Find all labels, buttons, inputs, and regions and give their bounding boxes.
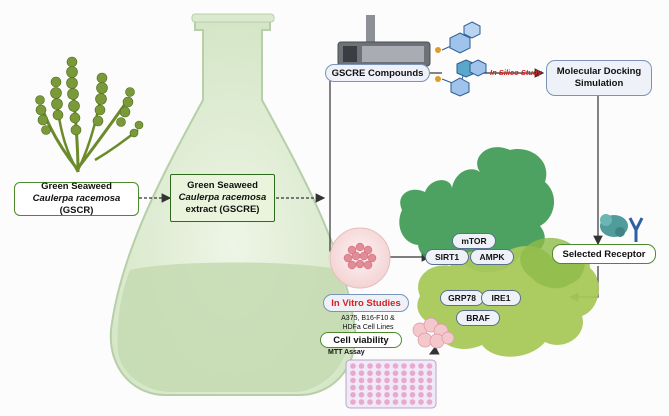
cell-lines-line2: HDFa Cell Lines: [342, 324, 394, 331]
plate-well: [409, 392, 416, 398]
plate-well: [350, 370, 356, 377]
plate-well: [392, 363, 399, 369]
plate-well: [418, 377, 424, 384]
plate-well: [392, 377, 399, 384]
plate-well: [426, 363, 433, 369]
receptor-icon: [600, 214, 644, 242]
plate-well: [358, 384, 365, 391]
plate-well: [358, 392, 365, 398]
plate-well: [384, 399, 390, 405]
plate-well: [401, 384, 407, 391]
plate-well: [409, 370, 416, 377]
plate-well: [384, 384, 390, 391]
well-plate-icon: [345, 359, 437, 409]
plate-well: [358, 363, 365, 369]
protein-mtor: mTOR: [452, 233, 496, 249]
plate-well: [384, 377, 390, 384]
plate-well: [426, 384, 433, 391]
plate-well: [358, 370, 365, 377]
computer-device-icon: [337, 15, 441, 82]
plate-well: [401, 363, 407, 369]
extract-label-box: Green Seaweed Caulerpa racemosa extract …: [170, 174, 275, 222]
plate-well: [358, 377, 365, 384]
plate-well: [367, 377, 373, 384]
plate-well: [375, 399, 382, 405]
protein-ire1: IRE1: [481, 290, 521, 306]
selected-receptor-label: Selected Receptor: [562, 248, 646, 260]
compounds-label: GSCRE Compounds: [331, 67, 424, 79]
protein-ampk: AMPK: [470, 249, 514, 265]
compounds-box: GSCRE Compounds: [325, 64, 430, 82]
molecule-icon: [441, 21, 487, 97]
seaweed-label-box: Green Seaweed Caulerpa racemosa (GSCR): [14, 181, 139, 216]
plate-well: [426, 392, 433, 398]
docking-box: Molecular Docking Simulation: [546, 60, 652, 96]
extract-abbrev: extract (GSCRE): [185, 204, 260, 215]
plate-well: [409, 399, 416, 405]
plate-well: [384, 370, 390, 377]
docking-line2: Simulation: [574, 78, 624, 89]
plate-well: [375, 370, 382, 377]
protein-sirt1: SIRT1: [425, 249, 469, 265]
plate-well: [367, 399, 373, 405]
plate-well: [375, 363, 382, 369]
in-vitro-box: In Vitro Studies: [323, 294, 409, 312]
plate-well: [426, 399, 433, 405]
plate-well: [401, 377, 407, 384]
plate-well: [409, 363, 416, 369]
plate-well: [375, 384, 382, 391]
extract-species: Caulerpa racemosa: [178, 192, 267, 203]
plate-well: [350, 363, 356, 369]
plate-well: [375, 392, 382, 398]
mtt-label: MTT Assay: [328, 349, 365, 356]
plate-well: [392, 392, 399, 398]
plate-well: [350, 377, 356, 384]
seaweed-species: Caulerpa racemosa: [32, 193, 121, 204]
seaweed-abbrev: (GSCR): [59, 205, 94, 216]
seaweed-illustration: [35, 56, 144, 173]
seaweed-name: Green Seaweed: [41, 181, 112, 192]
plate-well: [418, 399, 424, 405]
cell-lines-line1: A375, B16-F10 &: [341, 315, 395, 322]
selected-receptor-box: Selected Receptor: [552, 244, 656, 264]
plate-well: [401, 392, 407, 398]
plate-well: [367, 392, 373, 398]
in-silico-label: In Silico Study: [490, 68, 542, 77]
plate-well: [350, 392, 356, 398]
cell-cluster-icon: [412, 317, 455, 349]
plate-well: [409, 377, 416, 384]
plate-well: [409, 384, 416, 391]
plate-well: [392, 370, 399, 377]
plate-well: [358, 399, 365, 405]
plate-well: [384, 363, 390, 369]
plate-well: [418, 370, 424, 377]
plate-well: [401, 399, 407, 405]
plate-well: [392, 384, 399, 391]
plate-well: [392, 399, 399, 405]
protein-braf: BRAF: [456, 310, 500, 326]
plate-well: [367, 363, 373, 369]
cell-viability-label: Cell viability: [333, 334, 389, 346]
cell-viability-box: Cell viability: [320, 332, 402, 348]
extract-name: Green Seaweed: [187, 180, 258, 191]
plate-well: [350, 384, 356, 391]
plate-well: [375, 377, 382, 384]
plate-well: [426, 370, 433, 377]
in-vitro-label: In Vitro Studies: [331, 297, 401, 309]
plate-well: [418, 384, 424, 391]
plate-well: [426, 377, 433, 384]
plate-well: [418, 392, 424, 398]
plate-well: [350, 399, 356, 405]
docking-line1: Molecular Docking: [556, 66, 642, 77]
protein-grp78: GRP78: [440, 290, 484, 306]
cell-lines-label: A375, B16-F10 & HDFa Cell Lines: [330, 314, 406, 332]
petri-dish-icon: [329, 227, 391, 289]
plate-well: [367, 370, 373, 377]
plate-well: [401, 370, 407, 377]
plate-well: [384, 392, 390, 398]
plate-well: [367, 384, 373, 391]
plate-well: [418, 363, 424, 369]
